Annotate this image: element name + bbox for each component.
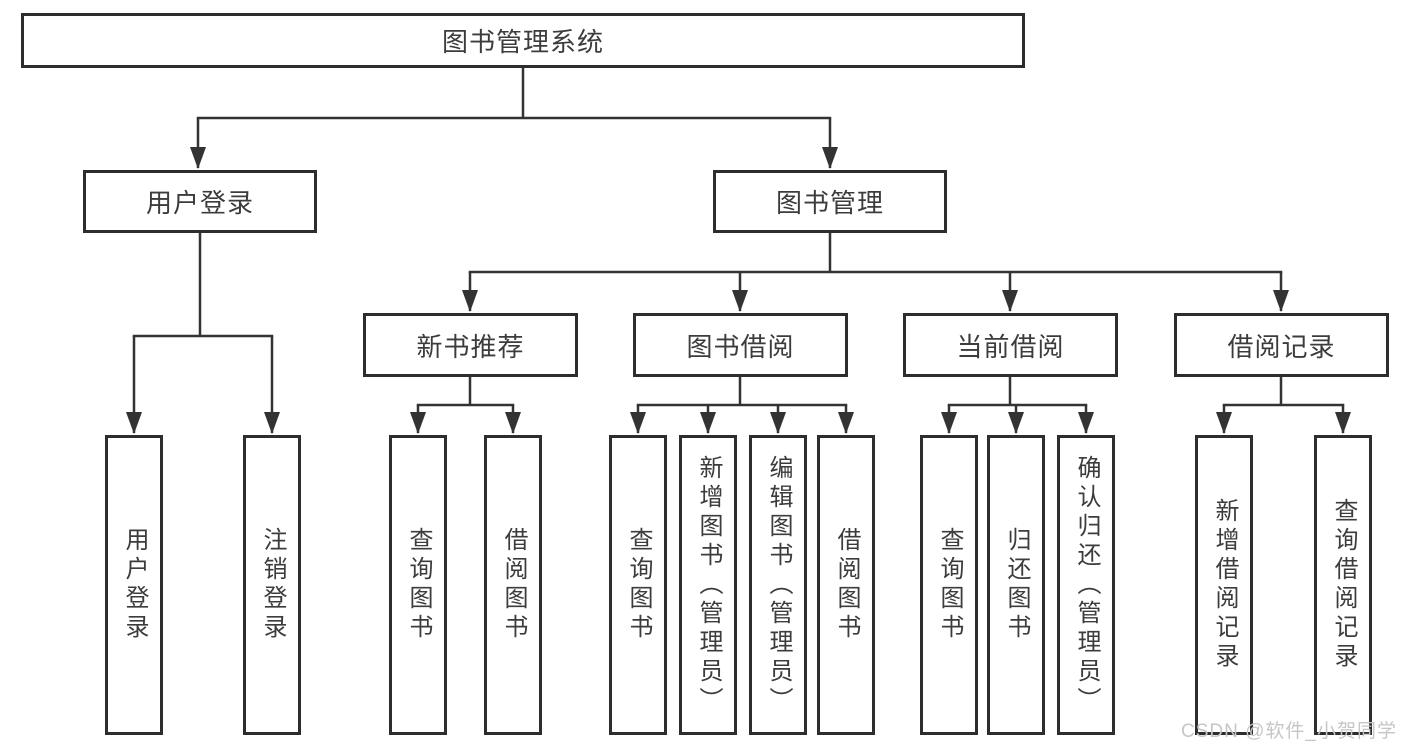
- node-book-borrow-label: 图书借阅: [686, 331, 795, 362]
- leaf-add-books-admin: 新增图书（管理员）: [679, 435, 737, 735]
- leaf-query-books-recommend: 查询图书: [389, 435, 447, 735]
- leaf-query-books-borrow-label: 查询图书: [625, 527, 652, 643]
- node-user-login-label: 用户登录: [145, 188, 254, 218]
- leaf-borrow-books-recommend: 借阅图书: [484, 435, 542, 735]
- node-root-label: 图书管理系统: [441, 27, 604, 57]
- leaf-return-books-label: 归还图书: [1003, 527, 1030, 643]
- leaf-logout: 注销登录: [243, 435, 301, 735]
- leaf-confirm-return-admin-label: 确认归还（管理员）: [1073, 454, 1100, 716]
- leaf-borrow-books-label: 借阅图书: [833, 527, 860, 643]
- node-root: 图书管理系统: [21, 13, 1025, 68]
- leaf-query-books-current-label: 查询图书: [936, 527, 963, 643]
- leaf-edit-books-admin: 编辑图书（管理员）: [749, 435, 807, 735]
- node-book-borrow: 图书借阅: [633, 313, 848, 377]
- leaf-add-borrow-record: 新增借阅记录: [1195, 435, 1253, 735]
- node-user-login: 用户登录: [83, 170, 317, 233]
- leaf-logout-label: 注销登录: [259, 527, 286, 643]
- leaf-user-login: 用户登录: [105, 435, 163, 735]
- node-book-management-label: 图书管理: [775, 188, 884, 218]
- leaf-borrow-books-recommend-label: 借阅图书: [500, 527, 527, 643]
- node-new-book-recommend: 新书推荐: [363, 313, 578, 377]
- node-new-book-recommend-label: 新书推荐: [416, 331, 525, 362]
- leaf-query-books-borrow: 查询图书: [609, 435, 667, 735]
- leaf-add-books-admin-label: 新增图书（管理员）: [695, 454, 722, 716]
- leaf-borrow-books: 借阅图书: [817, 435, 875, 735]
- leaf-user-login-label: 用户登录: [121, 527, 148, 643]
- leaf-return-books: 归还图书: [987, 435, 1045, 735]
- watermark: CSDN @软件_小贺同学: [1181, 721, 1397, 742]
- node-book-management: 图书管理: [713, 170, 947, 233]
- node-current-borrow-label: 当前借阅: [956, 331, 1065, 362]
- leaf-query-borrow-record-label: 查询借阅记录: [1330, 498, 1357, 672]
- node-borrow-records: 借阅记录: [1174, 313, 1389, 377]
- leaf-confirm-return-admin: 确认归还（管理员）: [1057, 435, 1115, 735]
- leaf-query-borrow-record: 查询借阅记录: [1314, 435, 1372, 735]
- leaf-query-books-recommend-label: 查询图书: [405, 527, 432, 643]
- leaf-edit-books-admin-label: 编辑图书（管理员）: [765, 454, 792, 716]
- node-borrow-records-label: 借阅记录: [1227, 331, 1336, 362]
- leaf-query-books-current: 查询图书: [920, 435, 978, 735]
- leaf-add-borrow-record-label: 新增借阅记录: [1211, 498, 1238, 672]
- node-current-borrow: 当前借阅: [903, 313, 1118, 377]
